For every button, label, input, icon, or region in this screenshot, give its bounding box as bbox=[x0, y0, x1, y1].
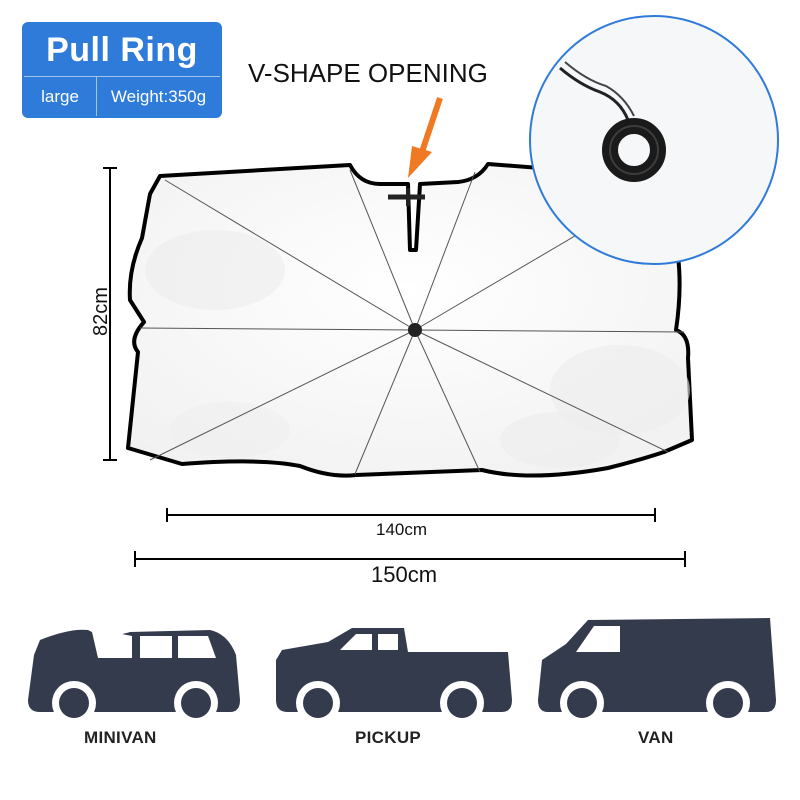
height-label: 82cm bbox=[89, 287, 112, 336]
height-dimension-line bbox=[103, 167, 117, 461]
outer-width-label: 150cm bbox=[371, 562, 438, 587]
spec-weight: Weight:350g bbox=[97, 76, 220, 116]
spec-title: Pull Ring bbox=[46, 31, 198, 69]
vehicle-label-van: VAN bbox=[638, 728, 674, 747]
vehicle-label-minivan: MINIVAN bbox=[84, 728, 157, 747]
v-opening-callout: V-SHAPE OPENING bbox=[248, 58, 488, 88]
pull-ring-zoom bbox=[529, 15, 779, 265]
inner-width-dimension-line bbox=[166, 508, 656, 522]
spec-row: large Weight:350g bbox=[24, 76, 220, 116]
minivan-icon bbox=[28, 629, 240, 725]
umbrella-ribs bbox=[139, 169, 685, 475]
vehicle-label-pickup: PICKUP bbox=[355, 728, 422, 747]
v-opening-arrow bbox=[408, 97, 443, 178]
pull-ring-spec-card: Pull Ring large Weight:350g bbox=[22, 22, 222, 118]
sunshade-umbrella bbox=[126, 162, 694, 478]
van-icon bbox=[538, 618, 776, 725]
outer-width-dimension-line bbox=[134, 551, 686, 567]
inner-width-label: 140cm bbox=[376, 520, 428, 539]
spec-size: large bbox=[24, 76, 97, 116]
pickup-icon bbox=[276, 628, 512, 725]
